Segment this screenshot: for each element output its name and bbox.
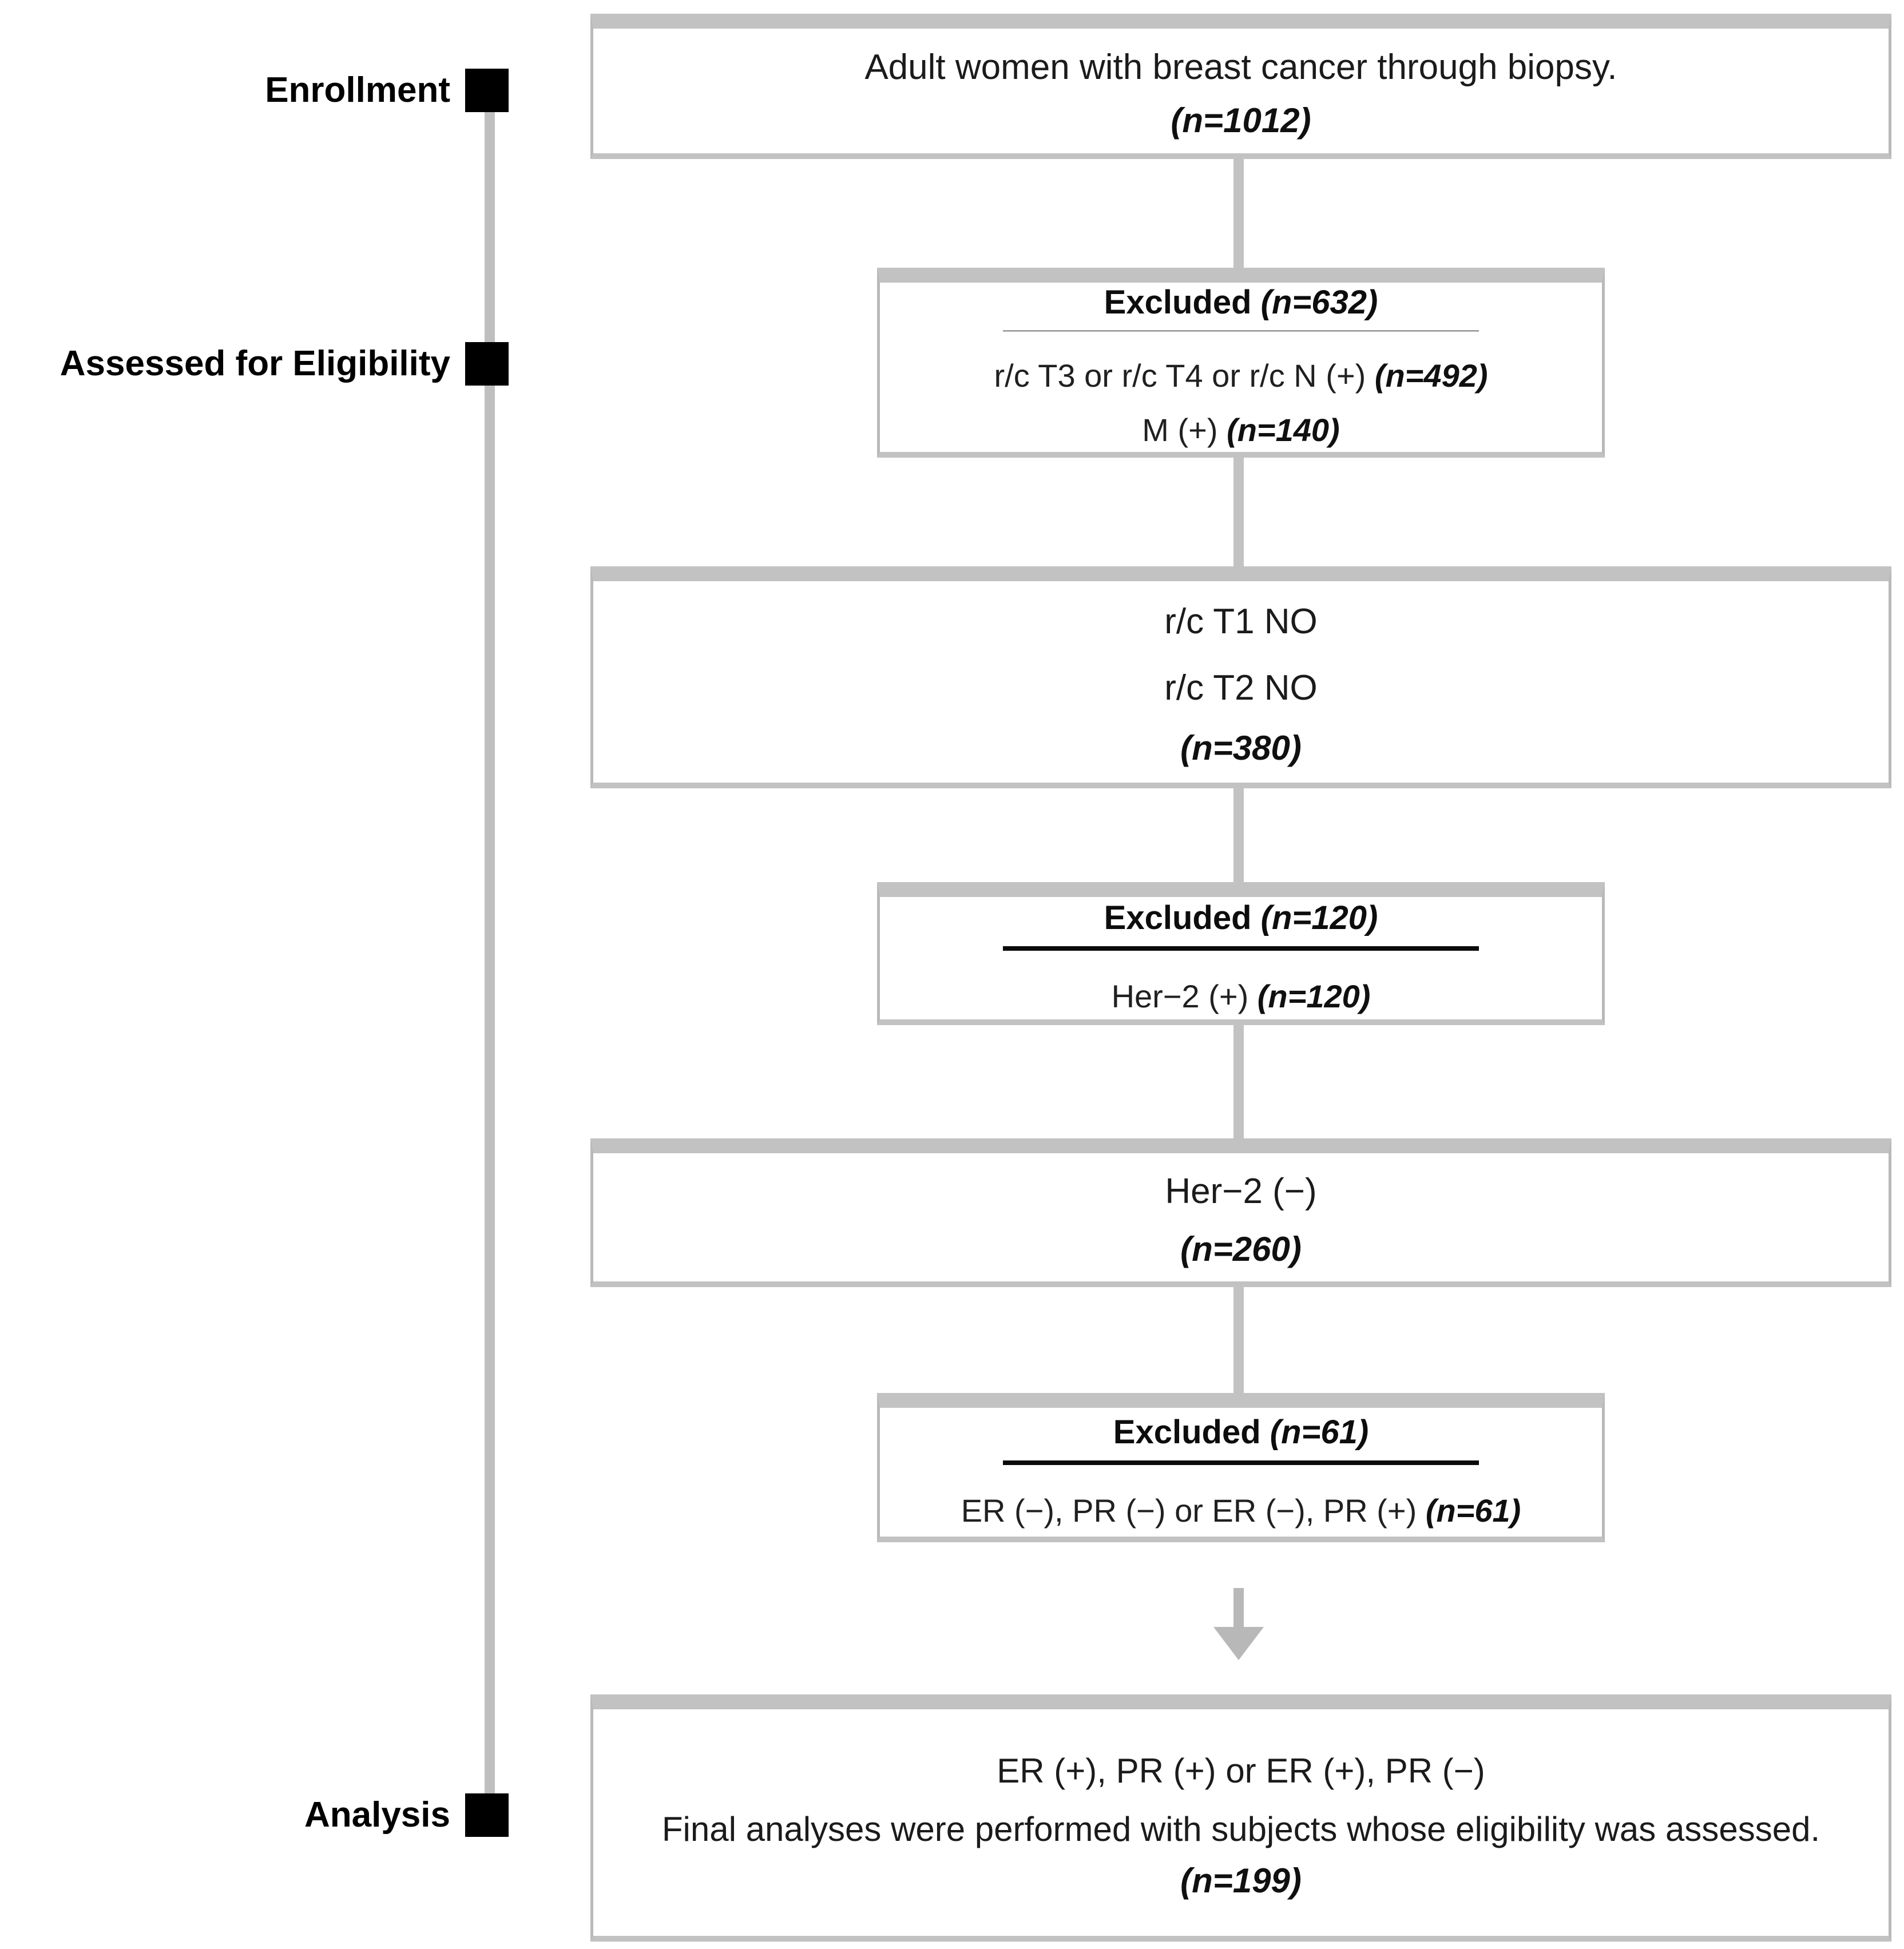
final-criteria-line: ER (+), PR (+) or ER (+), PR (−) [997,1752,1485,1791]
excluded-1-heading-text: Excluded [1104,284,1252,321]
box-excluded-3: Excluded (n=61) ER (−), PR (−) or ER (−)… [877,1393,1605,1542]
excluded-1-reason: M (+) (n=140) [1142,408,1339,452]
excluded-1-reason-text: M (+) [1142,412,1218,448]
excluded-3-heading-text: Excluded [1113,1413,1261,1451]
stage-t1-line: r/c T1 NO [1164,601,1318,641]
final-count: (n=199) [1180,1861,1302,1900]
assessed-stage-marker-icon [465,342,509,386]
enrolled-description: Adult women with breast cancer through b… [864,47,1617,87]
excluded-2-heading-count: (n=120) [1260,899,1378,937]
stage-rail-line [485,112,495,1793]
box-enrolled-population: Adult women with breast cancer through b… [590,14,1891,159]
excluded-3-reason: ER (−), PR (−) or ER (−), PR (+) (n=61) [961,1489,1521,1533]
stage-t1t2-count: (n=380) [1180,729,1302,768]
connector-line-2 [1233,458,1244,566]
box-her2-negative: Her−2 (−) (n=260) [590,1138,1891,1287]
box-final-analysis: ER (+), PR (+) or ER (+), PR (−) Final a… [590,1694,1891,1942]
excluded-1-reason-count: (n=140) [1227,412,1340,448]
enrollment-stage-marker-icon [465,69,509,112]
excluded-1-reason-count: (n=492) [1374,357,1488,394]
box-stage-t1-t2: r/c T1 NO r/c T2 NO (n=380) [590,566,1891,788]
excluded-1-heading: Excluded (n=632) [1104,283,1378,323]
assessed-for-eligibility-label: Assessed for Eligibility [60,344,450,383]
excluded-1-heading-count: (n=632) [1260,284,1378,321]
excluded-3-reason-text: ER (−), PR (−) or ER (−), PR (+) [961,1492,1417,1529]
excluded-2-reason-count: (n=120) [1257,978,1371,1014]
connector-line-3 [1233,788,1244,882]
excluded-3-heading-count: (n=61) [1270,1413,1369,1451]
connector-line-1 [1233,159,1244,268]
excluded-2-heading: Excluded (n=120) [1104,898,1378,938]
excluded-3-reason-count: (n=61) [1425,1492,1521,1529]
stage-t2-line: r/c T2 NO [1164,668,1318,708]
connector-line-4 [1233,1025,1244,1138]
enrolled-count: (n=1012) [1171,101,1311,140]
excluded-2-reason-text: Her−2 (+) [1111,978,1249,1014]
final-description-line: Final analyses were performed with subje… [661,1809,1820,1848]
down-arrow-stem [1233,1588,1244,1628]
heading-underline [1002,1460,1479,1465]
analysis-stage-marker-icon [465,1793,509,1837]
enrollment-label: Enrollment [265,70,450,110]
analysis-label: Analysis [304,1795,450,1835]
her2-negative-line: Her−2 (−) [1165,1171,1317,1211]
her2-negative-count: (n=260) [1180,1230,1302,1269]
box-excluded-2: Excluded (n=120) Her−2 (+) (n=120) [877,882,1605,1025]
box-excluded-1: Excluded (n=632) r/c T3 or r/c T4 or r/c… [877,268,1605,458]
excluded-2-heading-text: Excluded [1104,899,1252,937]
down-arrow-head [1213,1627,1264,1660]
connector-line-5 [1233,1287,1244,1393]
excluded-1-reason-text: r/c T3 or r/c T4 or r/c N (+) [994,357,1366,394]
excluded-3-heading: Excluded (n=61) [1113,1412,1368,1452]
heading-underline [1002,946,1479,951]
excluded-2-reason: Her−2 (+) (n=120) [1112,975,1371,1018]
excluded-1-reason: r/c T3 or r/c T4 or r/c N (+) (n=492) [994,354,1488,398]
